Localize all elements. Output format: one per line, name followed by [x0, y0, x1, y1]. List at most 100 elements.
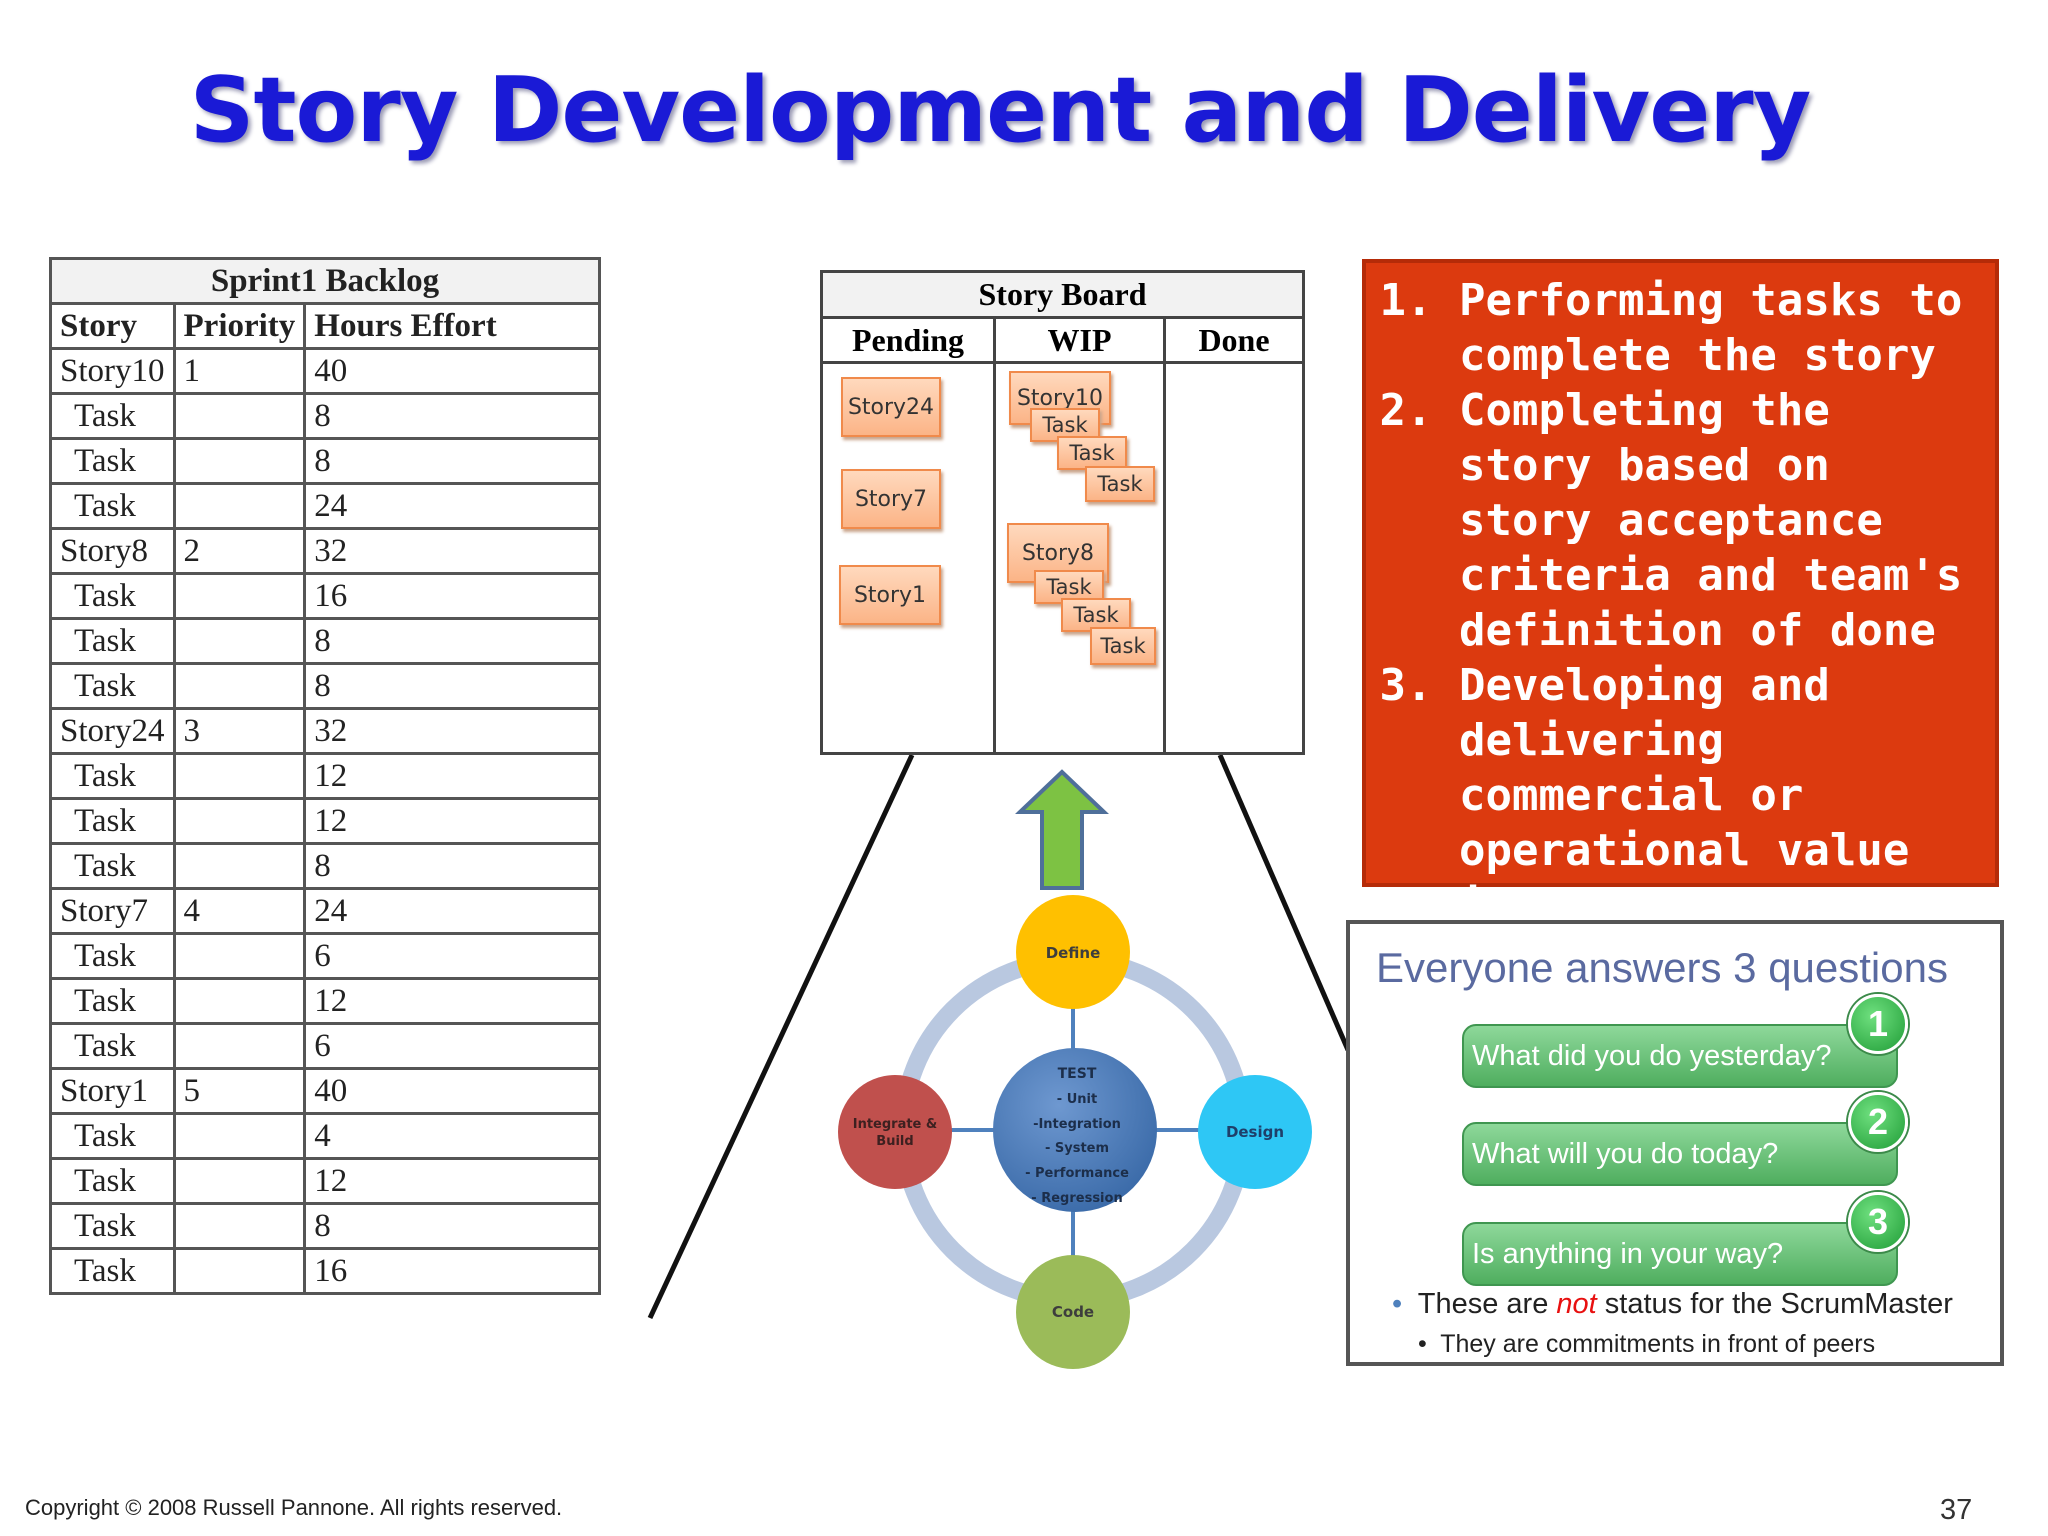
- pending-note-story24: Story24: [841, 377, 941, 437]
- backlog-cell: 40: [303, 347, 601, 395]
- backlog-row: Task 8: [49, 842, 601, 890]
- backlog-cell: Task: [49, 1022, 176, 1070]
- backlog-cell: Task: [49, 932, 176, 980]
- right-connector-line: [1217, 754, 1351, 1051]
- left-connector-line: [647, 753, 915, 1320]
- backlog-cell: 3: [172, 707, 307, 755]
- backlog-cell: 12: [303, 1157, 601, 1205]
- backlog-cell: [172, 662, 307, 710]
- backlog-cell: 8: [303, 437, 601, 485]
- test-label: TEST: [1058, 1066, 1097, 1082]
- pending-note-story7: Story7: [841, 469, 941, 529]
- story-board-caption: Story Board: [823, 273, 1302, 319]
- backlog-cell: Task: [49, 797, 176, 845]
- backlog-cell: 5: [172, 1067, 307, 1115]
- integrate-label: Integrate &: [853, 1117, 938, 1132]
- backlog-cell: [172, 977, 307, 1025]
- backlog-row: Task 4: [49, 1112, 601, 1160]
- backlog-cell: 24: [303, 887, 601, 935]
- backlog-cell: 8: [303, 842, 601, 890]
- backlog-cell: 12: [303, 797, 601, 845]
- test-node: [993, 1048, 1157, 1212]
- backlog-cell: [172, 842, 307, 890]
- backlog-cell: Task: [49, 1157, 176, 1205]
- backlog-cell: Task: [49, 1112, 176, 1160]
- backlog-cell: Task: [49, 1202, 176, 1250]
- standup-title: Everyone answers 3 questions: [1376, 944, 1948, 991]
- backlog-cell: 16: [303, 572, 601, 620]
- column-header-done: Done: [1166, 319, 1302, 364]
- backlog-cell: 12: [303, 977, 601, 1025]
- column-divider: [993, 319, 996, 752]
- define-node: [1016, 895, 1130, 1009]
- wip-note-task: Task: [1090, 627, 1156, 665]
- backlog-cell: Task: [49, 842, 176, 890]
- code-label: Code: [1052, 1303, 1094, 1321]
- backlog-cell: 8: [303, 617, 601, 665]
- backlog-cell: [172, 572, 307, 620]
- backlog-column-header: Priority: [172, 302, 307, 350]
- backlog-row: Task 8: [49, 662, 601, 710]
- backlog-cell: 2: [172, 527, 307, 575]
- number-3-badge-icon: 3: [1848, 1192, 1908, 1252]
- backlog-cell: [172, 1112, 307, 1160]
- goal-item: Developing and delivering commercial or …: [1459, 658, 1975, 933]
- pending-note-story1: Story1: [839, 565, 941, 625]
- test-item: - System: [1045, 1141, 1109, 1156]
- backlog-row: Task 12: [49, 797, 601, 845]
- question-text: Is anything in your way?: [1472, 1238, 1784, 1270]
- story-board: Story Board Pending WIP Done Story24 Sto…: [820, 270, 1305, 755]
- design-label: Design: [1226, 1123, 1284, 1141]
- backlog-cell: Story10: [49, 347, 176, 395]
- backlog-cell: 4: [172, 887, 307, 935]
- copyright-footer: Copyright © 2008 Russell Pannone. All ri…: [25, 1495, 563, 1520]
- backlog-cell: 12: [303, 752, 601, 800]
- column-header-wip: WIP: [996, 319, 1163, 364]
- goal-item: Completing the story based on story acce…: [1459, 383, 1975, 658]
- goals-box: Performing tasks to complete the story C…: [1362, 259, 1999, 931]
- backlog-cell: 24: [303, 482, 601, 530]
- code-node: [1016, 1255, 1130, 1369]
- backlog-cell: Story1: [49, 1067, 176, 1115]
- number-1-badge-icon: 1: [1848, 994, 1908, 1054]
- standup-questions-box: Everyone answers 3 questions What did yo…: [1346, 920, 2004, 1366]
- backlog-cell: 8: [303, 662, 601, 710]
- backlog-cell: [172, 482, 307, 530]
- bullet-commitments: • They are commitments in front of peers: [1418, 1330, 1876, 1358]
- test-item: -Integration: [1033, 1117, 1121, 1132]
- backlog-cell: [172, 797, 307, 845]
- slide-title: Story Development and Delivery: [189, 58, 1812, 163]
- backlog-row: Task 8: [49, 437, 601, 485]
- backlog-cell: Story8: [49, 527, 176, 575]
- test-item: - Unit: [1057, 1092, 1097, 1107]
- column-header-pending: Pending: [823, 319, 993, 364]
- wip-note-task: Task: [1057, 436, 1127, 470]
- backlog-cell: 4: [303, 1112, 601, 1160]
- question-text: What will you do today?: [1472, 1138, 1779, 1170]
- backlog-cell: Task: [49, 572, 176, 620]
- question-pill: What will you do today?: [1462, 1122, 1898, 1186]
- backlog-cell: Task: [49, 437, 176, 485]
- backlog-cell: Task: [49, 662, 176, 710]
- define-label: Define: [1046, 944, 1101, 962]
- test-item: - Performance: [1025, 1166, 1129, 1181]
- backlog-cell: Task: [49, 1247, 176, 1295]
- backlog-cell: Task: [49, 392, 176, 440]
- backlog-cell: [172, 1157, 307, 1205]
- backlog-cell: [172, 1022, 307, 1070]
- backlog-column-header: Hours Effort: [303, 302, 601, 350]
- backlog-cell: 16: [303, 1247, 601, 1295]
- backlog-cell: 32: [303, 527, 601, 575]
